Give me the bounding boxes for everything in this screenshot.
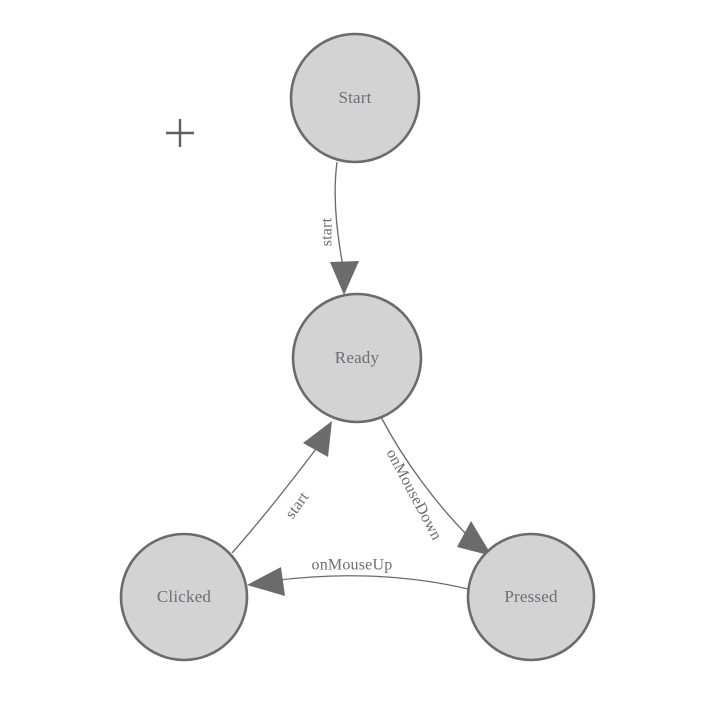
node-pressed[interactable]: Pressed bbox=[466, 532, 596, 662]
edge-ready-to-pressed-arrowhead bbox=[457, 521, 492, 556]
node-clicked-label: Clicked bbox=[157, 587, 212, 606]
crosshair-icon bbox=[166, 119, 194, 147]
edge-ready-to-pressed[interactable]: onMouseDown bbox=[380, 416, 492, 556]
edge-pressed-to-clicked[interactable]: onMouseUp bbox=[247, 557, 469, 596]
edge-ready-to-pressed-path bbox=[380, 416, 471, 539]
edge-start-to-ready[interactable]: start bbox=[319, 161, 359, 295]
edge-label-ready-to-pressed: onMouseDown bbox=[383, 446, 445, 543]
edge-clicked-to-ready[interactable]: start bbox=[231, 421, 332, 554]
edge-start-to-ready-arrowhead bbox=[330, 261, 359, 295]
node-pressed-circle bbox=[466, 532, 596, 662]
node-clicked[interactable]: Clicked bbox=[119, 532, 249, 662]
edge-label-clicked-to-ready: start bbox=[282, 489, 313, 522]
node-ready[interactable]: Ready bbox=[291, 292, 423, 424]
node-clicked-circle bbox=[119, 532, 249, 662]
node-pressed-label: Pressed bbox=[504, 587, 558, 606]
node-start-label: Start bbox=[338, 88, 371, 107]
edge-clicked-to-ready-path bbox=[231, 448, 317, 554]
edge-label-start-to-ready: start bbox=[319, 217, 336, 246]
edge-clicked-to-ready-arrowhead bbox=[303, 421, 332, 457]
node-start-circle bbox=[289, 32, 421, 164]
edge-pressed-to-clicked-arrowhead bbox=[247, 567, 285, 596]
edge-start-to-ready-path bbox=[334, 161, 345, 273]
edge-label-pressed-to-clicked: onMouseUp bbox=[312, 557, 393, 574]
node-ready-label: Ready bbox=[335, 348, 380, 367]
node-start[interactable]: Start bbox=[289, 32, 421, 164]
node-ready-circle bbox=[291, 292, 423, 424]
edge-pressed-to-clicked-path bbox=[271, 575, 469, 590]
